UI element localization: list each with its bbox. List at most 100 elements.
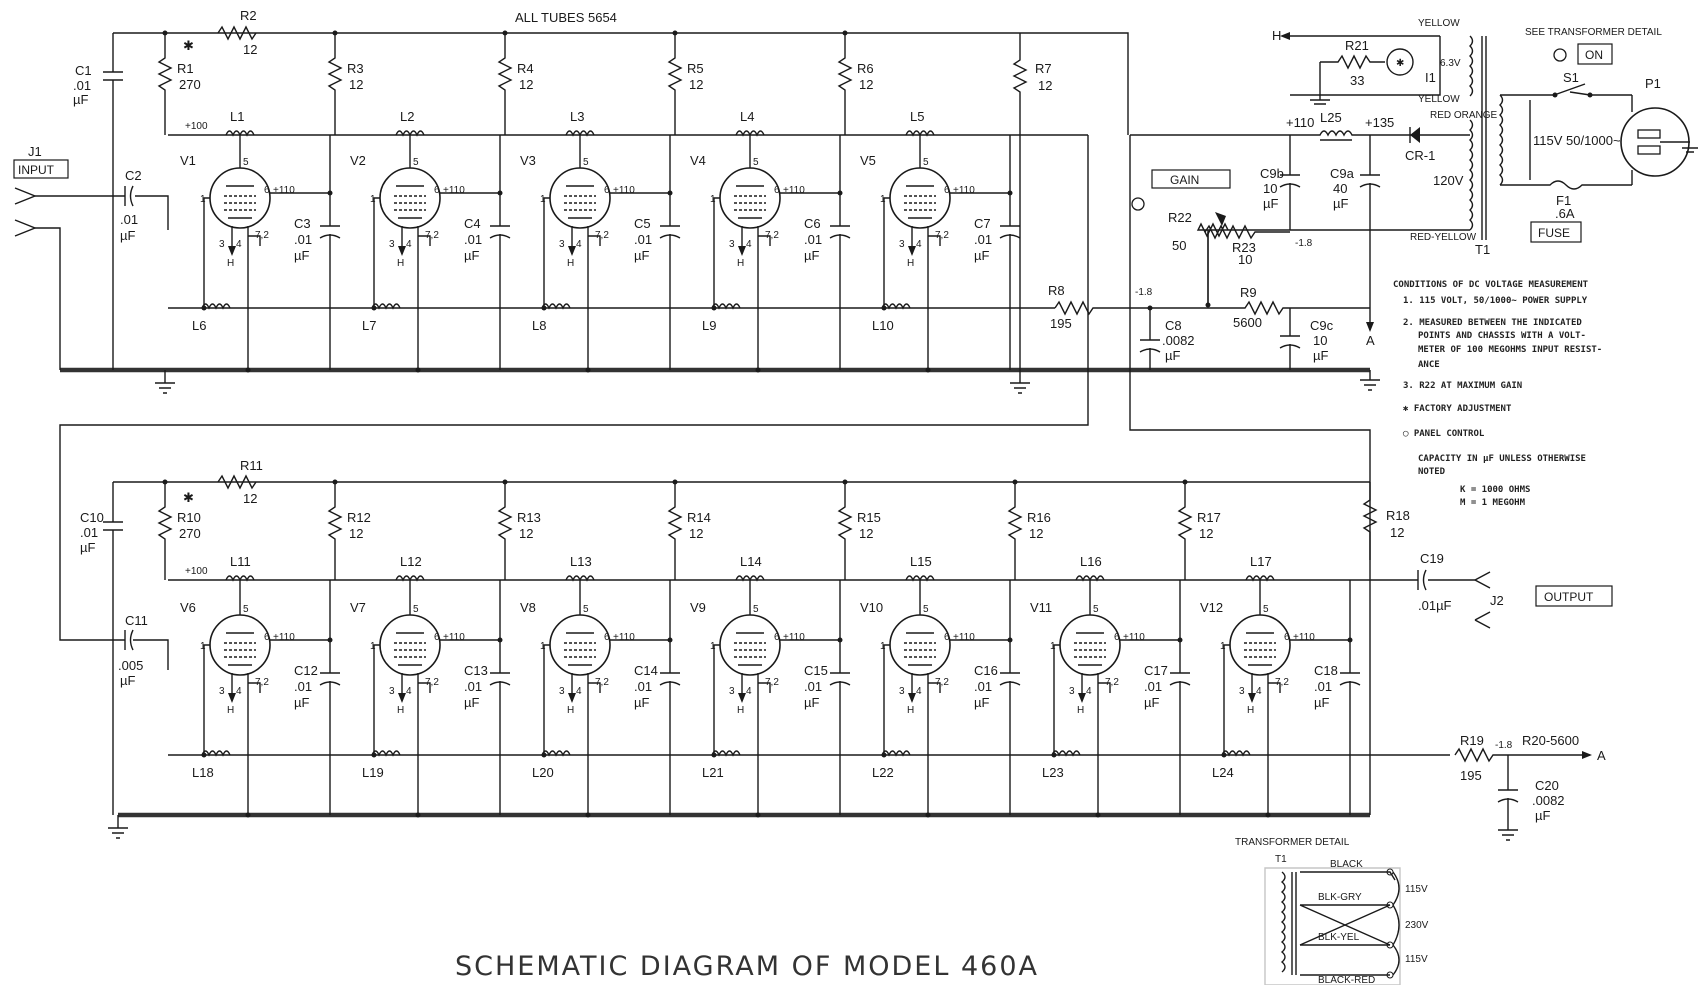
bottom-coil-label: L21 bbox=[702, 765, 724, 780]
pentode-tube-icon bbox=[889, 167, 951, 229]
b100-label: +100 bbox=[185, 121, 208, 132]
pin-voltage: +110 bbox=[443, 185, 465, 196]
mains-label: 115V 50/1000~ bbox=[1533, 133, 1621, 148]
plate-resistor-label: R14 bbox=[687, 510, 711, 525]
fuse-panel-box bbox=[1530, 221, 1582, 243]
tube-label: V9 bbox=[690, 600, 706, 615]
r18-value: 12 bbox=[1390, 525, 1404, 540]
plate-resistor-value: 12 bbox=[1029, 526, 1043, 541]
top-coil-label: L14 bbox=[740, 554, 762, 569]
r11-resistor bbox=[217, 474, 257, 490]
r2-resistor bbox=[217, 25, 257, 41]
pin4-label: 4 bbox=[576, 686, 582, 697]
pin1-label: 1 bbox=[1050, 641, 1056, 652]
pin5-label: 5 bbox=[243, 604, 249, 615]
pin5-label: 5 bbox=[1093, 604, 1099, 615]
cap-label: C12 bbox=[294, 663, 318, 678]
t1-hv-coil bbox=[1469, 119, 1474, 231]
top-coil-label: L16 bbox=[1080, 554, 1102, 569]
pin1-label: 1 bbox=[880, 641, 886, 652]
pin5-label: 5 bbox=[243, 157, 249, 168]
tube-label: V2 bbox=[350, 153, 366, 168]
input-section: J1 INPUT C2 .01 µF C1 .01 µF R2 12 ✱ bbox=[13, 8, 257, 243]
c9a-unit: µF bbox=[1333, 196, 1348, 211]
r19-voltage: -1.8 bbox=[1495, 740, 1513, 751]
plate-resistor-label: R16 bbox=[1027, 510, 1051, 525]
r22-wiper-icon[interactable] bbox=[1215, 212, 1226, 226]
c10-value: .01 bbox=[80, 525, 98, 540]
cap-value: .01 bbox=[1144, 679, 1162, 694]
r7-value: 12 bbox=[1038, 78, 1052, 93]
capacitor-icon bbox=[659, 234, 681, 239]
pin4-label: 4 bbox=[916, 239, 922, 250]
plate-resistor-label: R15 bbox=[857, 510, 881, 525]
c9b-value: 10 bbox=[1263, 181, 1277, 196]
cap-label: C14 bbox=[634, 663, 658, 678]
pentode-tube-icon bbox=[889, 614, 951, 676]
pin4-label: 4 bbox=[406, 686, 412, 697]
pin5-label: 5 bbox=[583, 604, 589, 615]
pin5-label: 5 bbox=[923, 604, 929, 615]
plate-resistor-value: 12 bbox=[689, 77, 703, 92]
gain-knob-icon[interactable] bbox=[1131, 197, 1145, 211]
heater-label: H bbox=[397, 258, 404, 269]
j1-label: J1 bbox=[28, 144, 42, 159]
see-transformer-detail: SEE TRANSFORMER DETAIL bbox=[1525, 27, 1662, 38]
pin3-label: 3 bbox=[559, 239, 565, 250]
note-line: M = 1 MEGOHM bbox=[1460, 498, 1526, 508]
cap-value: .01 bbox=[464, 679, 482, 694]
output-jack-icon[interactable] bbox=[1474, 571, 1491, 589]
t1-label: T1 bbox=[1475, 242, 1490, 257]
c2-unit: µF bbox=[120, 228, 135, 243]
note-line: ✱ FACTORY ADJUSTMENT bbox=[1403, 404, 1512, 414]
l25-choke bbox=[1130, 130, 1400, 137]
c11-unit: µF bbox=[120, 673, 135, 688]
cap-value: .01 bbox=[804, 679, 822, 694]
fuse-panel-label: FUSE bbox=[1538, 226, 1570, 240]
c19-value: .01µF bbox=[1418, 598, 1452, 613]
top-coil-label: L12 bbox=[400, 554, 422, 569]
tube-label: V5 bbox=[860, 153, 876, 168]
pin4-label: 4 bbox=[1256, 686, 1262, 697]
pin-voltage: +110 bbox=[783, 632, 805, 643]
plate-resistor-value: 270 bbox=[179, 526, 201, 541]
r18-label: R18 bbox=[1386, 508, 1410, 523]
s1-switch-icon[interactable] bbox=[1556, 83, 1586, 95]
cr1-diode-icon bbox=[1410, 127, 1420, 143]
top-coil-label: L3 bbox=[570, 109, 584, 124]
top-coil-label: L11 bbox=[230, 554, 251, 569]
plate-resistor-label: R10 bbox=[177, 510, 201, 525]
r21-resistor bbox=[1320, 54, 1385, 70]
r9-label: R9 bbox=[1240, 285, 1257, 300]
plate-resistor-value: 270 bbox=[179, 77, 201, 92]
top-coil-label: L17 bbox=[1250, 554, 1272, 569]
r11-label: R11 bbox=[240, 458, 263, 473]
cap-label: C6 bbox=[804, 216, 821, 231]
cap-unit: µF bbox=[804, 695, 819, 710]
td-blk-yel: BLK-YEL bbox=[1318, 932, 1360, 943]
input-jack-icon[interactable] bbox=[14, 187, 37, 205]
l25-label: L25 bbox=[1320, 110, 1342, 125]
power-knob-icon[interactable] bbox=[1553, 48, 1567, 62]
red-yellow-label: RED-YELLOW bbox=[1410, 232, 1477, 243]
pin3-label: 3 bbox=[219, 686, 225, 697]
f1-fuse-icon bbox=[1500, 180, 1632, 190]
cap-unit: µF bbox=[464, 695, 479, 710]
note-line: METER OF 100 MEGOHMS INPUT RESIST- bbox=[1418, 345, 1602, 355]
plate-resistor-value: 12 bbox=[859, 526, 873, 541]
c2-label: C2 bbox=[125, 168, 142, 183]
capacitor-icon bbox=[319, 681, 341, 686]
inductor-icon bbox=[541, 750, 571, 757]
pin6-label: 6 bbox=[1284, 632, 1290, 643]
pin5-label: 5 bbox=[413, 157, 419, 168]
heater-label: H bbox=[907, 258, 914, 269]
cap-value: .01 bbox=[294, 232, 312, 247]
r7-label: R7 bbox=[1035, 61, 1052, 76]
plate-resistor-label: R4 bbox=[517, 61, 534, 76]
note-line: K = 1000 OHMS bbox=[1460, 485, 1530, 495]
